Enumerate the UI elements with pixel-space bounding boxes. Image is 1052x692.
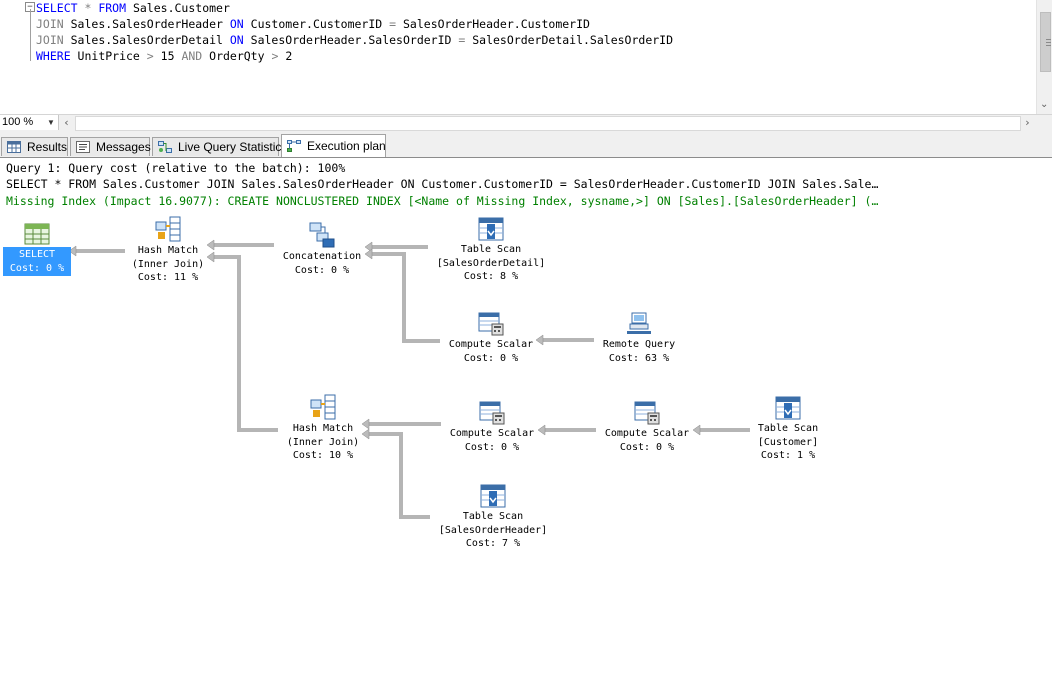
table-scan-icon xyxy=(478,217,504,241)
plan-node-remote-query[interactable]: Remote Query Cost: 63 % xyxy=(592,312,686,365)
keyword: WHERE xyxy=(36,49,71,63)
tab-live-query-statistics[interactable]: Live Query Statistics xyxy=(152,137,287,156)
plan-node-select[interactable]: SELECT Cost: 0 % xyxy=(3,223,71,276)
keyword: AND xyxy=(181,49,203,63)
scrollbar-thumb[interactable] xyxy=(1040,12,1051,72)
plan-icon xyxy=(287,140,301,152)
scroll-down-icon[interactable]: ⌄ xyxy=(1040,99,1049,110)
select-operator-icon xyxy=(24,223,50,245)
plan-node-compute-scalar-mid2[interactable]: Compute Scalar Cost: 0 % xyxy=(594,401,700,454)
identifier: UnitPrice xyxy=(70,49,147,63)
compute-scalar-icon xyxy=(479,401,505,425)
missing-index-hint[interactable]: Missing Index (Impact 16.9077): CREATE N… xyxy=(6,194,879,208)
plan-node-compute-scalar-top[interactable]: Compute Scalar Cost: 0 % xyxy=(438,312,544,365)
operator: = xyxy=(389,17,397,31)
scroll-right-icon[interactable]: › xyxy=(1025,116,1030,129)
code-line-2: JOIN Sales.SalesOrderHeader ON Customer.… xyxy=(36,17,590,31)
identifier: 15 xyxy=(153,49,182,63)
chevron-down-icon: ▼ xyxy=(47,118,55,127)
node-label: Table Scan [SalesOrderDetail] Cost: 8 % xyxy=(436,244,546,282)
arrow-hashbottom-to-hashtop xyxy=(214,255,278,432)
node-label: Remote Query Cost: 63 % xyxy=(602,339,676,364)
editor-vertical-scrollbar[interactable]: ⌄ xyxy=(1036,0,1052,115)
keyword: JOIN xyxy=(36,33,64,47)
grip-line xyxy=(1046,39,1051,40)
tab-label: Results xyxy=(27,140,68,154)
code-line-3: JOIN Sales.SalesOrderDetail ON SalesOrde… xyxy=(36,33,673,47)
query-cost-line: Query 1: Query cost (relative to the bat… xyxy=(6,161,346,175)
identifier: Sales.Customer xyxy=(126,1,230,15)
keyword: ON xyxy=(229,17,244,31)
concatenation-icon xyxy=(309,222,335,248)
identifier: OrderQty xyxy=(202,49,272,63)
tab-execution-plan[interactable]: Execution plan xyxy=(281,134,386,157)
node-label: Table Scan [SalesOrderHeader] Cost: 7 % xyxy=(438,511,548,549)
zoom-select[interactable]: 100 % ▼ xyxy=(0,115,59,130)
node-label: SELECT Cost: 0 % xyxy=(3,247,71,276)
zoom-value: 100 % xyxy=(2,116,34,128)
execution-plan-canvas[interactable]: Query 1: Query cost (relative to the bat… xyxy=(0,158,1052,692)
grip-line xyxy=(1046,42,1051,43)
query-text-line: SELECT * FROM Sales.Customer JOIN Sales.… xyxy=(6,177,879,191)
operator: > xyxy=(271,49,279,63)
node-label: Compute Scalar Cost: 0 % xyxy=(448,339,534,364)
node-label: Compute Scalar Cost: 0 % xyxy=(449,428,535,453)
compute-scalar-icon xyxy=(478,312,504,336)
node-label: Hash Match (Inner Join) Cost: 11 % xyxy=(131,245,205,283)
plan-node-table-scan-salesorderdetail[interactable]: Table Scan [SalesOrderDetail] Cost: 8 % xyxy=(426,217,556,284)
tab-label: Execution plan xyxy=(307,139,386,153)
tab-messages[interactable]: Messages xyxy=(70,137,151,156)
code-line-4: WHERE UnitPrice > 15 AND OrderQty > 2 xyxy=(36,49,292,63)
identifier: Customer.CustomerID xyxy=(243,17,390,31)
plan-node-compute-scalar-mid1[interactable]: Compute Scalar Cost: 0 % xyxy=(439,401,545,454)
horizontal-scroll-track[interactable] xyxy=(75,116,1021,131)
table-scan-icon xyxy=(775,396,801,420)
arrow-compute-to-concat xyxy=(372,252,440,343)
editor-gutter xyxy=(0,0,28,115)
node-label: Concatenation Cost: 0 % xyxy=(282,251,362,276)
plan-node-hash-match-bottom[interactable]: Hash Match (Inner Join) Cost: 10 % xyxy=(276,394,370,463)
identifier: SalesOrderDetail.SalesOrderID xyxy=(465,33,674,47)
outline-line xyxy=(30,9,31,61)
remote-query-icon xyxy=(627,312,651,334)
live-stats-icon xyxy=(158,141,172,153)
grid-icon xyxy=(7,141,21,153)
keyword: SELECT xyxy=(36,1,78,15)
messages-icon xyxy=(76,141,90,153)
operator: > xyxy=(146,49,154,63)
identifier: 2 xyxy=(278,49,293,63)
plan-node-table-scan-salesorderheader[interactable]: Table Scan [SalesOrderHeader] Cost: 7 % xyxy=(428,484,558,551)
tab-label: Messages xyxy=(96,140,151,154)
hash-match-icon xyxy=(155,216,181,242)
table-scan-icon xyxy=(480,484,506,508)
keyword: FROM xyxy=(98,1,127,15)
compute-scalar-icon xyxy=(634,401,660,425)
hash-match-icon xyxy=(310,394,336,420)
identifier: Sales.SalesOrderDetail xyxy=(63,33,230,47)
zoom-bar: 100 % ▼ ‹ › xyxy=(0,114,1052,131)
node-label: Hash Match (Inner Join) Cost: 10 % xyxy=(286,423,360,461)
node-label: Compute Scalar Cost: 0 % xyxy=(604,428,690,453)
tab-label: Live Query Statistics xyxy=(178,140,288,154)
sql-code[interactable]: SELECT * FROM Sales.Customer JOIN Sales.… xyxy=(36,0,673,64)
plan-node-concatenation[interactable]: Concatenation Cost: 0 % xyxy=(272,222,372,277)
operator: * xyxy=(77,1,99,15)
results-tab-strip: Results Messages Live Query Statistics E… xyxy=(0,131,1052,158)
tab-results[interactable]: Results xyxy=(1,137,68,156)
arrow-headerscan-to-hashbottom xyxy=(369,432,430,519)
code-line-1: SELECT * FROM Sales.Customer xyxy=(36,1,230,15)
identifier: SalesOrderHeader.SalesOrderID xyxy=(243,33,459,47)
plan-node-hash-match-top[interactable]: Hash Match (Inner Join) Cost: 11 % xyxy=(120,216,216,285)
sql-editor[interactable]: − SELECT * FROM Sales.Customer JOIN Sale… xyxy=(0,0,1036,115)
grip-line xyxy=(1046,45,1051,46)
keyword: ON xyxy=(229,33,244,47)
identifier: Sales.SalesOrderHeader xyxy=(63,17,230,31)
node-label: Table Scan [Customer] Cost: 1 % xyxy=(757,423,819,461)
operator: = xyxy=(458,33,466,47)
plan-node-table-scan-customer[interactable]: Table Scan [Customer] Cost: 1 % xyxy=(748,396,828,463)
identifier: SalesOrderHeader.CustomerID xyxy=(396,17,590,31)
scroll-left-icon[interactable]: ‹ xyxy=(64,116,69,129)
keyword: JOIN xyxy=(36,17,64,31)
